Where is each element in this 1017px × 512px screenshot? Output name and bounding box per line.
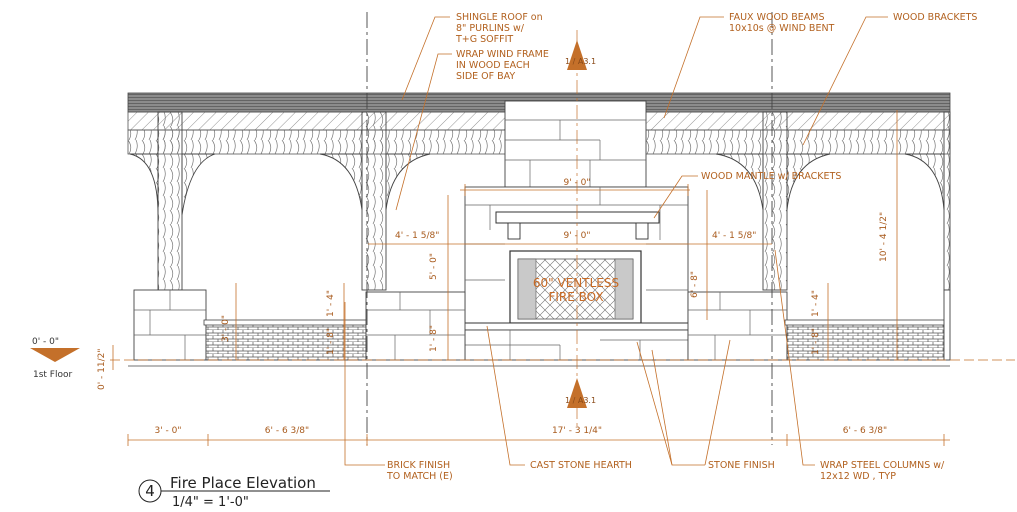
level-marker: 0' - 0" 1st Floor: [30, 337, 80, 380]
callout-shingle-roof: SHINGLE ROOF on 8" PURLINS w/ T+G SOFFIT: [455, 12, 543, 45]
section-marker-bottom: 1 / A3.1: [565, 378, 596, 408]
callout-faux-wood-beams-1: FAUX WOOD BEAMS: [729, 12, 825, 23]
callout-wrap-steel-columns-2: 12x12 WD , TYP: [820, 471, 896, 482]
callout-brick-finish-1: BRICK FINISH: [387, 460, 450, 471]
section-marker-top-label: 1 / A3.1: [565, 57, 596, 66]
drawing-scale: 1/4" = 1'-0": [172, 495, 249, 510]
drawing-title: Fire Place Elevation: [170, 474, 316, 492]
dim-width-top: 9' - 0": [563, 178, 590, 188]
firebox-text-line2: FIRE BOX: [548, 290, 603, 304]
callout-wrap-steel-columns-1: WRAP STEEL COLUMNS w/: [820, 460, 945, 471]
dim-right-1-8: 1' - 8": [811, 328, 821, 355]
section-marker-top: 1 / A3.1: [565, 40, 596, 70]
callout-shingle-roof-1: SHINGLE ROOF on: [456, 12, 543, 23]
right-wainscot: [687, 289, 951, 361]
leader-lines: [344, 16, 888, 466]
drawing-title-block: 4 Fire Place Elevation 1/4" = 1'-0": [138, 474, 330, 510]
callout-wrap-steel-columns: WRAP STEEL COLUMNS w/ 12x12 WD , TYP: [820, 460, 945, 482]
dim-hearth-height: 1' - 8": [429, 325, 439, 352]
callout-faux-wood-beams-2: 10x10s @ WIND BENT: [729, 23, 835, 34]
dim-floor-step: 0' - 11/2": [97, 348, 107, 390]
callout-stone-finish: STONE FINISH: [708, 460, 775, 471]
dim-left-1-4: 1' - 4": [326, 290, 336, 317]
level-elevation: 0' - 0": [32, 337, 59, 347]
callout-wood-brackets: WOOD BRACKETS: [893, 12, 977, 23]
dim-left-1-8: 1' - 8": [326, 328, 336, 355]
dim-left-side: 4' - 1 5/8": [395, 231, 439, 241]
firebox: [509, 250, 642, 324]
dim-right-6-8: 6' - 8": [690, 271, 700, 298]
level-name: 1st Floor: [33, 370, 72, 380]
left-wainscot: [133, 289, 466, 361]
dim-left-wall-height: 3' - 0": [221, 315, 231, 342]
drawing-number: 4: [145, 482, 155, 500]
left-column: [129, 111, 216, 291]
dim-bottom-3: 17' - 3 1/4": [552, 426, 602, 436]
callout-shingle-roof-2: 8" PURLINS w/: [456, 23, 525, 34]
dimension-lines: [112, 110, 950, 446]
dim-width-mid: 9' - 0": [563, 231, 590, 241]
section-marker-bottom-label: 1 / A3.1: [565, 396, 596, 405]
grid-lines: [366, 12, 773, 445]
firebox-text-line1: 60" VENTLESS: [533, 276, 619, 290]
callout-brick-finish-2: TO MATCH (E): [386, 471, 453, 482]
callout-wrap-wind-frame: WRAP WIND FRAME IN WOOD EACH SIDE OF BAY: [456, 49, 549, 82]
hearth: [461, 322, 691, 361]
dim-bottom-2: 6' - 6 3/8": [265, 426, 309, 436]
dim-right-side: 4' - 1 5/8": [712, 231, 756, 241]
callout-brick-finish: BRICK FINISH TO MATCH (E): [386, 460, 453, 482]
dim-right-1-4: 1' - 4": [811, 290, 821, 317]
callout-wrap-wind-frame-1: WRAP WIND FRAME: [456, 49, 549, 60]
wood-mantle: [495, 211, 660, 240]
right-inner-column: [715, 111, 831, 291]
dim-bottom-1: 3' - 0": [154, 426, 181, 436]
callout-wrap-wind-frame-3: SIDE OF BAY: [456, 71, 515, 82]
callout-wood-mantle: WOOD MANTLE w/ BRACKETS: [701, 171, 841, 182]
callout-wrap-wind-frame-2: IN WOOD EACH: [456, 60, 530, 71]
callout-shingle-roof-3: T+G SOFFIT: [455, 34, 513, 45]
left-inner-column: [319, 111, 431, 291]
dim-bottom-4: 6' - 6 3/8": [843, 426, 887, 436]
callout-cast-stone-hearth: CAST STONE HEARTH: [530, 460, 632, 471]
dim-firebox-height: 5' - 0": [429, 253, 439, 280]
callout-faux-wood-beams: FAUX WOOD BEAMS 10x10s @ WIND BENT: [729, 12, 835, 34]
dim-overall-height: 10' - 4 1/2": [879, 212, 889, 262]
